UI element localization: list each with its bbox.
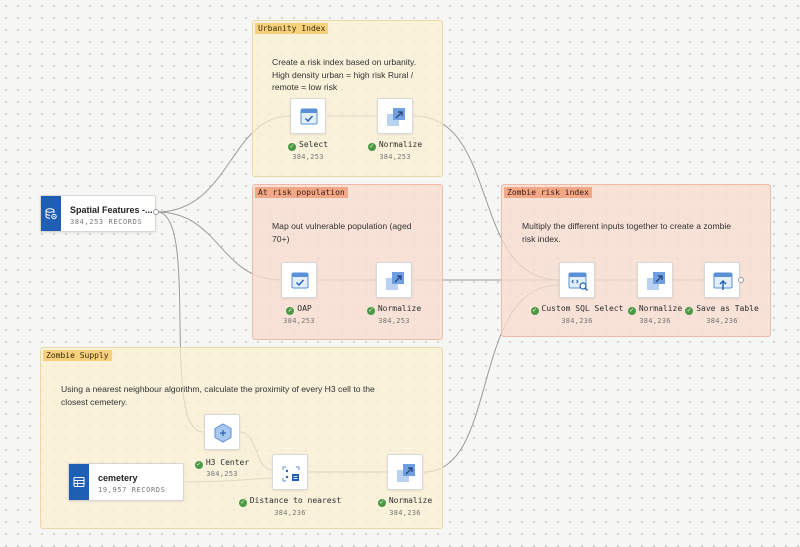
node-normalize-supply[interactable] [387,454,423,490]
node-h3-center[interactable] [204,414,240,450]
check-icon: ✓ [530,307,539,315]
node-custom-sql-select[interactable] [559,262,595,298]
node-label-custom-sql: ✓Custom SQL Select [517,304,637,315]
check-icon: ✓ [238,499,247,507]
node-normalize-population[interactable] [376,262,412,298]
node-label-oap: ✓OAP [239,304,359,315]
node-count: 384,253 [283,317,315,325]
node-label: Select [299,140,328,149]
node-label: Save as Table [696,304,759,313]
source-records: 384,253 RECORDS [70,218,143,226]
node-label: Normalize [388,496,433,505]
node-distance-to-nearest[interactable] [272,454,308,490]
h3-center-icon [214,423,232,443]
source-title: cemetery [98,473,138,483]
group-description: Using a nearest neighbour algorithm, cal… [61,384,375,407]
node-label: OAP [297,304,312,313]
custom-sql-icon [568,272,588,291]
output-port[interactable] [738,277,744,283]
node-label-h3-center: ✓H3 Center [162,458,282,469]
check-icon: ✓ [627,307,636,315]
source-spatial-features[interactable]: Spatial Features -... 384,253 RECORDS [40,195,156,232]
group-title: Zombie risk index [504,187,592,198]
node-label-normalize: ✓Normalize [334,304,454,315]
group-description: Map out vulnerable population (aged 70+) [272,221,412,244]
node-label-normalize: ✓Normalize [595,304,715,315]
node-count: 384,236 [639,317,671,325]
node-oap[interactable] [281,262,317,298]
group-zombie-risk-index[interactable]: Zombie risk index Multiply the different… [501,184,771,337]
node-label-select: ✓Select [248,140,368,151]
select-icon [291,272,309,289]
group-description: Create a risk index based on urbanity. H… [272,57,417,92]
node-count: 384,253 [379,153,411,161]
spatial-dataset-icon [45,207,57,219]
node-count: 384,253 [292,153,324,161]
output-port[interactable] [153,209,159,215]
node-count: 384,236 [706,317,738,325]
node-label-normalize: ✓Normalize [335,140,455,151]
group-title: At risk population [255,187,348,198]
distance-icon [282,466,300,482]
node-normalize-risk[interactable] [637,262,673,298]
normalize-icon [397,464,415,482]
check-icon: ✓ [377,499,386,507]
check-icon: ✓ [288,143,297,151]
check-icon: ✓ [286,307,295,315]
group-description: Multiply the different inputs together t… [522,221,732,244]
node-count: 384,236 [561,317,593,325]
node-label-save-table: ✓Save as Table [662,304,782,315]
save-table-icon [713,272,733,290]
source-cemetery[interactable]: cemetery 19,957 RECORDS [68,463,184,501]
node-save-as-table[interactable] [704,262,740,298]
stripe [41,196,61,231]
node-count: 384,236 [389,509,421,517]
node-label: H3 Center [205,458,250,467]
check-icon: ✓ [366,307,375,315]
node-label: Normalize [638,304,683,313]
group-title: Urbanity Index [255,23,329,34]
node-count: 384,253 [206,470,238,478]
normalize-icon [647,272,665,290]
select-icon [300,108,318,125]
node-label: Normalize [378,140,423,149]
node-label-normalize: ✓Normalize [345,496,465,507]
group-title: Zombie Supply [43,350,112,361]
stripe [69,464,89,500]
check-icon: ✓ [367,143,376,151]
node-normalize-urbanity[interactable] [377,98,413,134]
normalize-icon [386,272,404,290]
source-records: 19,957 RECORDS [98,486,166,494]
node-label: Distance to nearest [249,496,342,505]
node-label: Normalize [377,304,422,313]
node-label-distance: ✓Distance to nearest [230,496,350,507]
node-label: Custom SQL Select [541,304,624,313]
check-icon: ✓ [194,461,203,469]
node-select[interactable] [290,98,326,134]
source-title: Spatial Features -... [70,205,153,215]
table-icon [73,477,85,487]
check-icon: ✓ [685,307,694,315]
node-count: 384,253 [378,317,410,325]
normalize-icon [387,108,405,126]
node-count: 384,236 [274,509,306,517]
